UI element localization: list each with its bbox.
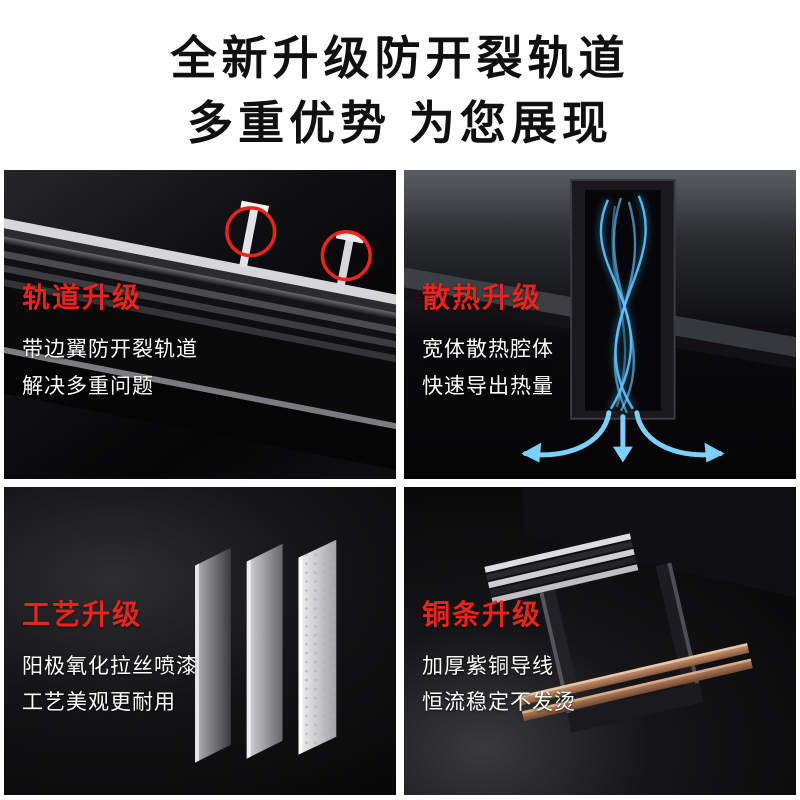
feature-desc-line-1: 加厚紫铜导线 (422, 654, 554, 678)
feature-label: 工艺升级 (22, 598, 143, 630)
feature-desc-line-2: 快速导出热量 (422, 374, 554, 398)
feature-grid: 轨道升级 带边翼防开裂轨道 解决多重问题 (4, 170, 796, 795)
feature-desc-line-1: 带边翼防开裂轨道 (22, 338, 198, 361)
feature-text-track: 轨道升级 带边翼防开裂轨道 解决多重问题 (22, 276, 198, 406)
feature-label: 散热升级 (422, 282, 543, 313)
header: 全新升级防开裂轨道 多重优势 为您展现 (0, 0, 800, 170)
feature-text-copper: 铜条升级 加厚紫铜导线 恒流稳定不发烫 (422, 593, 576, 723)
title-line-2: 多重优势 为您展现 (187, 97, 613, 150)
feature-label: 铜条升级 (422, 598, 543, 630)
feature-panel-heat: 散热升级 宽体散热腔体 快速导出热量 (404, 170, 796, 479)
feature-text-heat: 散热升级 宽体散热腔体 快速导出热量 (422, 276, 554, 406)
highlight-circle-icon (320, 229, 372, 282)
feature-panel-craft: 工艺升级 阳极氧化拉丝喷漆 工艺美观更耐用 (4, 486, 396, 795)
feature-desc-line-2: 解决多重问题 (22, 374, 154, 398)
feature-desc-line-1: 宽体散热腔体 (422, 338, 554, 361)
plates-graphic (195, 539, 337, 763)
feature-desc-line-1: 阳极氧化拉丝喷漆 (22, 654, 198, 678)
copper-bars-graphic (484, 487, 796, 733)
heat-flow-graphic (404, 178, 796, 463)
feature-desc-line-2: 工艺美观更耐用 (22, 691, 176, 715)
title-line-1: 全新升级防开裂轨道 (170, 32, 630, 84)
feature-label: 轨道升级 (22, 282, 143, 313)
feature-panel-copper: 铜条升级 加厚紫铜导线 恒流稳定不发烫 (404, 486, 796, 795)
feature-text-craft: 工艺升级 阳极氧化拉丝喷漆 工艺美观更耐用 (22, 593, 198, 723)
feature-desc-line-2: 恒流稳定不发烫 (422, 691, 576, 715)
highlight-circle-icon (225, 206, 277, 258)
feature-panel-track: 轨道升级 带边翼防开裂轨道 解决多重问题 (4, 170, 396, 479)
track-profile-graphic (4, 200, 396, 479)
